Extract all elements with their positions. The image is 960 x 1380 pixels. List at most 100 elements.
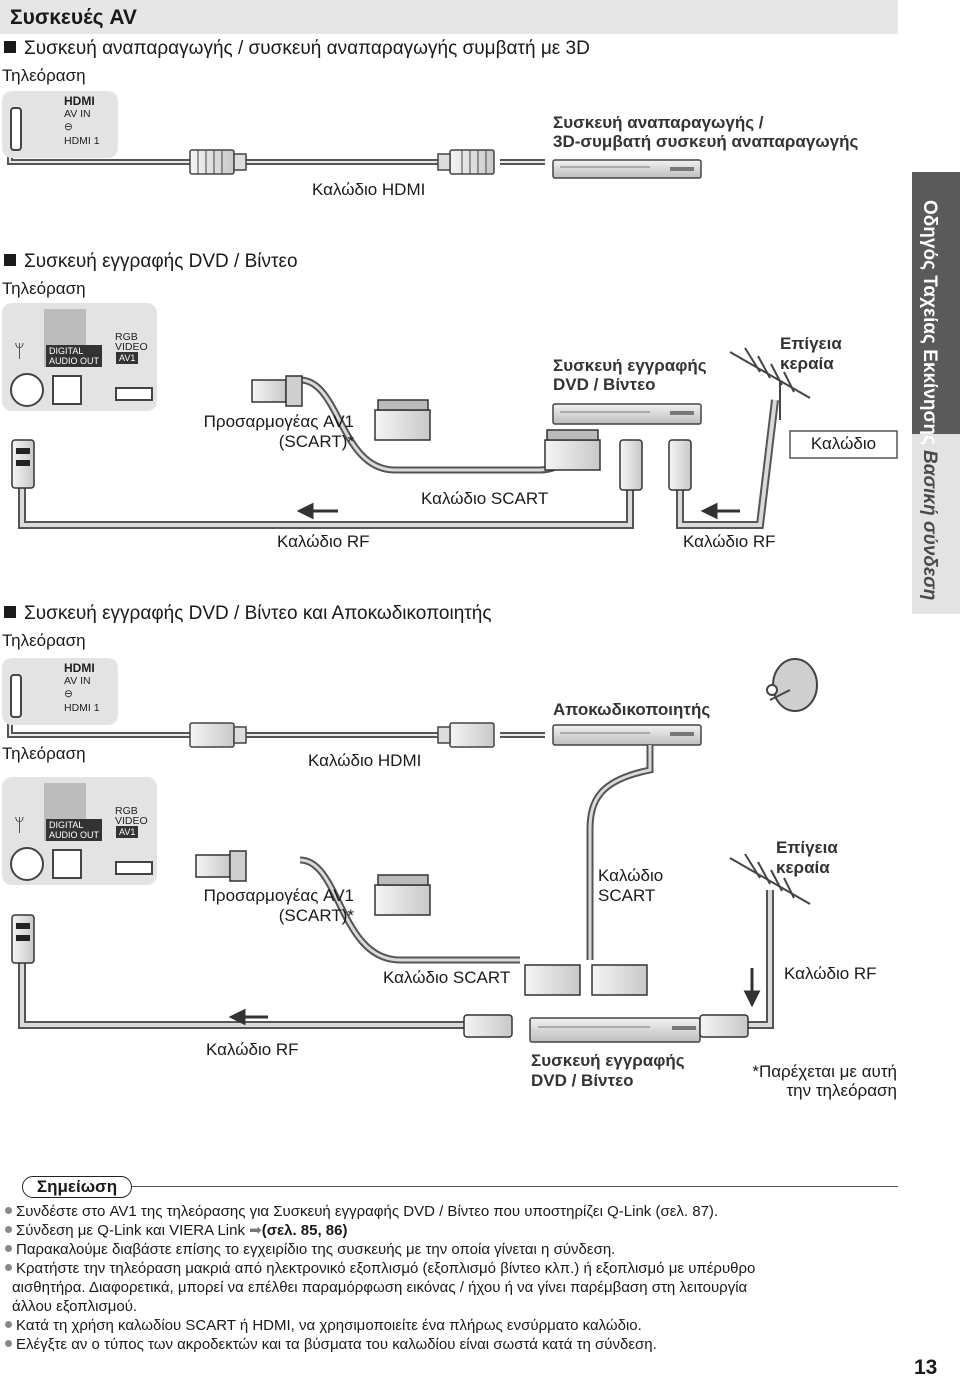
page-number: 13 bbox=[914, 1356, 938, 1379]
tv-label: Τηλεόραση bbox=[2, 279, 86, 298]
decoder-device bbox=[552, 724, 702, 746]
av1-label: AV1 bbox=[116, 826, 139, 838]
scart-port-icon bbox=[115, 387, 153, 401]
square-bullet-icon bbox=[4, 606, 16, 618]
rf-plug-tv-2 bbox=[11, 439, 35, 489]
adapter-label-1: Προσαρμογέας AV1 bbox=[203, 886, 354, 905]
scart-plug-mid-3 bbox=[524, 964, 581, 996]
antenna-jack-icon bbox=[10, 847, 44, 881]
hdmi-port-label: HDMI 1 bbox=[64, 702, 100, 714]
player-label-1: Συσκευή αναπαραγωγής / bbox=[553, 113, 764, 132]
tv-label: Τηλεόραση bbox=[2, 744, 86, 763]
side-tab-secondary-label: Βασική σύνδεση bbox=[919, 450, 940, 601]
tv-label: Τηλεόραση bbox=[2, 66, 86, 85]
scart-mid-label-1: Καλώδιο bbox=[598, 866, 664, 885]
antenna-label-2: κεραία bbox=[776, 858, 830, 877]
arrow-down-rf-3 bbox=[743, 968, 761, 1008]
side-tab-secondary bbox=[912, 434, 960, 614]
rgb-label: RGB bbox=[115, 805, 138, 817]
hdmi-cable-label-1: Καλώδιο HDMI bbox=[312, 180, 426, 199]
footnote-line-2: την τηλεόραση bbox=[786, 1081, 897, 1100]
decoder-label: Αποκωδικοποιητής bbox=[553, 700, 711, 719]
scart-plug-right-2 bbox=[544, 429, 601, 471]
bullet-icon bbox=[5, 1245, 12, 1252]
recorder-device-3 bbox=[529, 1017, 701, 1043]
recorder-label-2: DVD / Βίντεο bbox=[553, 375, 656, 394]
hdmi-port-icon bbox=[10, 107, 22, 151]
input-arrow-icon: ⊖ bbox=[64, 688, 73, 700]
scart-cable-decoder-3 bbox=[586, 745, 654, 960]
hdmi-port-icon bbox=[10, 674, 22, 718]
scart-adapter-2 bbox=[251, 375, 303, 407]
scart-plug-right-3 bbox=[591, 964, 648, 996]
rgb-label: RGB bbox=[115, 331, 138, 343]
av1-label: AV1 bbox=[116, 352, 139, 364]
scart-plug-left-3 bbox=[374, 874, 431, 916]
hdmi-plug-left-3 bbox=[189, 722, 247, 748]
antenna-symbol-icon: ᛘ bbox=[14, 815, 25, 835]
arrow-left-rf-right-2 bbox=[700, 502, 740, 520]
arrow-left-rf-2 bbox=[296, 502, 338, 520]
antenna-jack-icon bbox=[10, 373, 44, 407]
scart-adapter-3 bbox=[195, 850, 247, 882]
arrow-right-icon: ➡ bbox=[249, 1222, 262, 1239]
bullet-icon bbox=[5, 1226, 12, 1233]
tv-label: Τηλεόραση bbox=[2, 631, 86, 650]
note-item: Κατά τη χρήση καλωδίου SCART ή HDMI, να … bbox=[5, 1316, 885, 1335]
note-item: Σύνδεση με Q-Link και VIERA Link ➡(σελ. … bbox=[5, 1221, 885, 1240]
cable-box-frame bbox=[789, 430, 898, 459]
rf-cable-loop-3 bbox=[18, 955, 470, 1029]
side-tab-primary bbox=[912, 172, 960, 434]
optical-port-icon bbox=[52, 849, 82, 879]
hdmi-plug-right-3 bbox=[437, 722, 495, 748]
note-item: Συνδέστε στο AV1 της τηλεόρασης για Συσκ… bbox=[5, 1202, 885, 1221]
adapter-label-2: (SCART)* bbox=[278, 906, 354, 925]
note-label: Σημείωση bbox=[22, 1176, 132, 1198]
rf-plug-recorder-out-2 bbox=[668, 439, 692, 491]
cable-box-label: Καλώδιο bbox=[810, 434, 877, 453]
hdmi-logo: HDMI bbox=[64, 661, 95, 675]
recorder-label-1: Συσκευή εγγραφής bbox=[553, 356, 707, 375]
player-label-2: 3D-συμβατή συσκευή αναπαραγωγής bbox=[553, 132, 859, 151]
antenna-label-1: Επίγεια bbox=[780, 334, 842, 353]
header-bar bbox=[0, 0, 898, 34]
page-title: Συσκευές AV bbox=[10, 6, 137, 29]
hdmi-connector-panel-3: HDMI AV IN ⊖ HDMI 1 bbox=[2, 658, 118, 725]
scart-mid-label-2: SCART bbox=[598, 886, 656, 905]
rf-cable-antenna-3 bbox=[740, 890, 774, 1029]
antenna-symbol-icon: ᛘ bbox=[14, 341, 25, 361]
terrestrial-antenna-3 bbox=[729, 853, 811, 905]
rf-cable-label-left-2: Καλώδιο RF bbox=[277, 532, 370, 551]
antenna-label-1: Επίγεια bbox=[776, 838, 838, 857]
video-label: VIDEO bbox=[115, 815, 148, 827]
bullet-icon bbox=[5, 1340, 12, 1347]
rf-cable-label-right-3: Καλώδιο RF bbox=[784, 964, 877, 983]
optical-port-icon bbox=[52, 375, 82, 405]
scart-port-icon bbox=[115, 861, 153, 875]
note-divider bbox=[132, 1186, 898, 1187]
bullet-icon bbox=[5, 1264, 12, 1271]
input-arrow-icon: ⊖ bbox=[64, 121, 73, 133]
note-item: Κρατήστε την τηλεόραση μακριά από ηλεκτρ… bbox=[5, 1259, 885, 1278]
note-item: Παρακαλούμε διαβάστε επίσης το εγχειρίδι… bbox=[5, 1240, 885, 1259]
section-3-title: Συσκευή εγγραφής DVD / Βίντεο και Αποκωδ… bbox=[4, 603, 492, 625]
bullet-icon bbox=[5, 1321, 12, 1328]
video-label: VIDEO bbox=[115, 341, 148, 353]
side-tab-primary-label: Οδηγός Ταχείας Εκκίνησης bbox=[919, 200, 940, 445]
satellite-dish bbox=[766, 658, 818, 712]
hdmi-logo: HDMI bbox=[64, 94, 95, 108]
footnote-line-1: *Παρέχεται με αυτή bbox=[752, 1062, 897, 1081]
rf-plug-recorder-in-2 bbox=[619, 439, 643, 491]
rf-plug-recorder-out-3 bbox=[699, 1014, 749, 1038]
scart-cable-label-2: Καλώδιο SCART bbox=[421, 489, 549, 508]
square-bullet-icon bbox=[4, 254, 16, 266]
section-2-title: Συσκευή εγγραφής DVD / Βίντεο bbox=[4, 251, 298, 273]
adapter-label-2: (SCART)* bbox=[278, 432, 354, 451]
recorder-label-2: DVD / Βίντεο bbox=[531, 1071, 634, 1090]
adapter-label-1: Προσαρμογέας AV1 bbox=[203, 412, 354, 431]
